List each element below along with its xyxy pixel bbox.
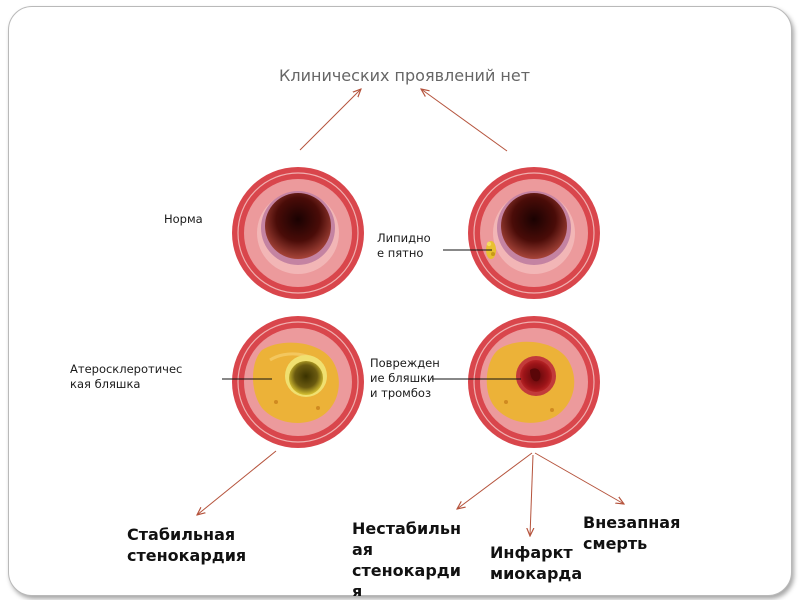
outcome-unstable-line2: ая xyxy=(352,540,374,559)
label-normal: Норма xyxy=(164,212,203,227)
artery-stable-plaque xyxy=(232,316,364,448)
outcome-myocardial-infarction: Инфаркт миокарда xyxy=(490,542,582,584)
outcome-unstable-line3: стенокарди xyxy=(352,561,461,580)
outcome-sudden-line1: Внезапная xyxy=(583,513,681,532)
artery-normal xyxy=(232,167,364,299)
outcome-unstable-angina: Нестабильн ая стенокарди я xyxy=(352,518,461,596)
label-damage-line1: Поврежден xyxy=(370,356,440,370)
label-normal-text: Норма xyxy=(164,212,203,226)
label-plaque-line2: кая бляшка xyxy=(70,377,141,391)
arrow-to-infarction xyxy=(530,454,533,536)
arrow-to-unstable-angina xyxy=(457,452,533,509)
arrow-lipid-to-title xyxy=(421,89,508,152)
label-lipid-line2: е пятно xyxy=(377,246,424,260)
label-lipid-line1: Липидно xyxy=(377,231,431,245)
arrow-to-sudden-death xyxy=(534,452,624,504)
outcome-sudden-line2: смерть xyxy=(583,534,648,553)
outcome-infarct-line2: миокарда xyxy=(490,564,583,583)
label-damage-line3: и тромбоз xyxy=(370,386,432,400)
outcome-stable-line1: Стабильная xyxy=(127,525,236,544)
outcome-unstable-line1: Нестабильн xyxy=(352,519,462,538)
arrow-normal-to-title xyxy=(299,89,361,151)
outcome-infarct-line1: Инфаркт xyxy=(490,543,573,562)
artery-lipid-spot xyxy=(468,167,600,299)
artery-plaque-thrombosis xyxy=(468,316,600,448)
arrow-to-stable-angina xyxy=(197,450,277,515)
slide-frame xyxy=(8,6,792,596)
outcome-stable-angina: Стабильная стенокардия xyxy=(127,524,246,566)
diagram-title: Клинических проявлений нет xyxy=(279,66,531,85)
label-plaque-line1: Атеросклеротичес xyxy=(70,362,183,376)
label-plaque: Атеросклеротичес кая бляшка xyxy=(70,362,182,392)
outcome-sudden-death: Внезапная смерть xyxy=(583,512,680,554)
label-plaque-damage: Поврежден ие бляшки и тромбоз xyxy=(370,356,440,401)
outcome-unstable-line4: я xyxy=(352,582,363,596)
label-damage-line2: ие бляшки xyxy=(370,371,435,385)
label-lipid-spot: Липидно е пятно xyxy=(377,231,431,261)
outcome-stable-line2: стенокардия xyxy=(127,546,247,565)
